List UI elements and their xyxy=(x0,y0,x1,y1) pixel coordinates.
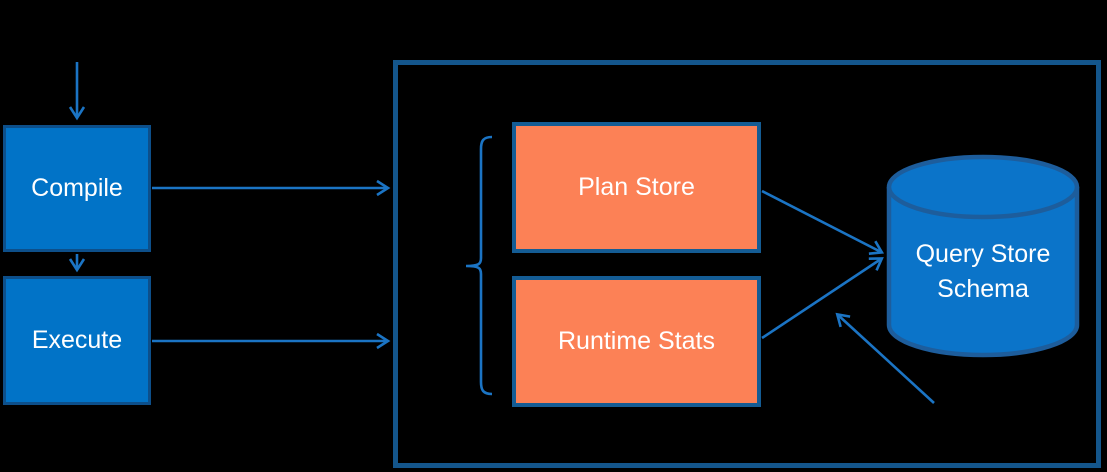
query-store-container-box xyxy=(393,60,1101,468)
arrow-plan-store-to-schema xyxy=(761,189,885,255)
runtime-stats-label: Runtime Stats xyxy=(557,327,715,355)
compile-label: Compile xyxy=(31,174,123,202)
execute-node: Execute xyxy=(3,276,151,405)
plan-store-label: Plan Store xyxy=(578,173,695,201)
compile-node: Compile xyxy=(3,125,151,252)
runtime-stats-node: Runtime Stats xyxy=(512,276,761,407)
execute-label: Execute xyxy=(31,326,123,354)
left-curly-brace-icon xyxy=(465,135,493,396)
plan-store-node: Plan Store xyxy=(512,122,761,253)
database-cylinder-icon xyxy=(886,154,1080,358)
query-store-schema-label: Query Store Schema xyxy=(915,240,1051,303)
arrow-bottom-right-to-schema xyxy=(835,312,935,404)
arrow-runtime-stats-to-schema xyxy=(761,257,884,340)
